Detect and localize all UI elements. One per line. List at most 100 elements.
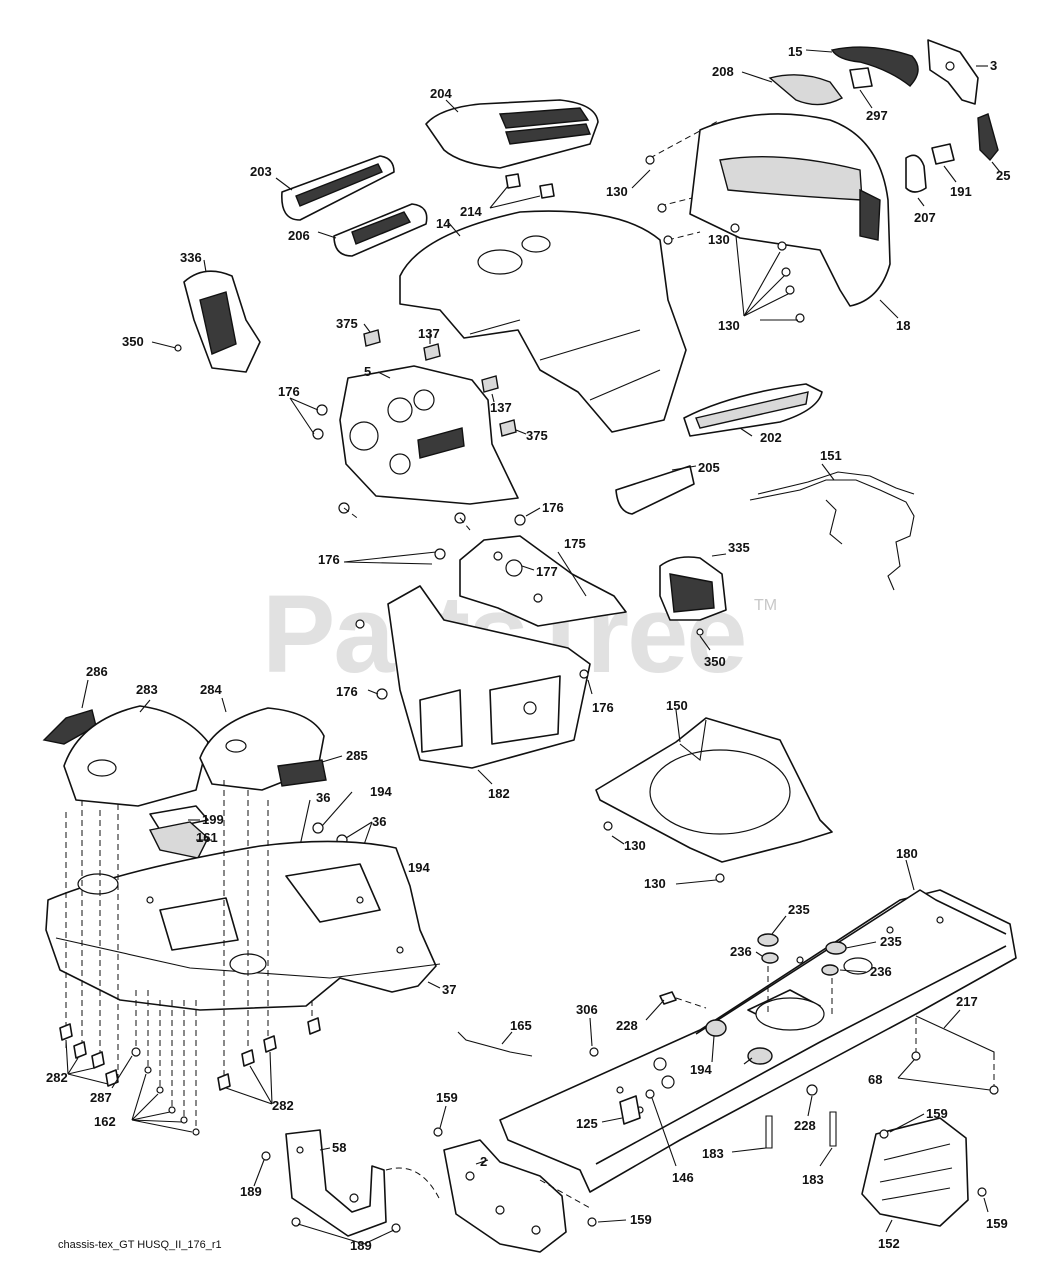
label-146: 146 [672,1170,694,1185]
label-176-b: 176 [542,500,564,515]
label-183-a: 183 [702,1146,724,1161]
part-14-hood [399,210,687,433]
part-165-rod [457,1031,533,1057]
part-217-rod [915,1015,995,1060]
label-130-top-b: 130 [708,232,730,247]
label-199: 199 [202,812,224,827]
label-130-top-a: 130 [606,184,628,199]
part-37-fender-body [45,840,437,1011]
label-175: 175 [564,536,586,551]
label-25: 25 [996,168,1010,183]
part-152-step [861,1117,969,1227]
part-207-light [905,154,927,193]
label-151: 151 [820,448,842,463]
label-15: 15 [788,44,802,59]
label-180: 180 [896,846,918,861]
label-297: 297 [866,108,888,123]
label-235-b: 235 [880,934,902,949]
label-5: 5 [364,364,371,379]
part-25-lens [977,113,999,162]
label-194-c: 194 [690,1062,712,1077]
label-375-b: 375 [526,428,548,443]
label-282-a: 282 [46,1070,68,1085]
label-194-b: 194 [408,860,430,875]
part-208-light-housing [768,74,844,106]
part-161-shield [148,821,209,859]
label-3: 3 [990,58,997,73]
label-306: 306 [576,1002,598,1017]
label-162: 162 [94,1114,116,1129]
label-176-d: 176 [336,684,358,699]
label-214: 214 [460,204,482,219]
label-189-b: 189 [350,1238,372,1253]
label-335: 335 [728,540,750,555]
label-217: 217 [956,994,978,1009]
label-159-d: 159 [986,1216,1008,1231]
label-159-c: 159 [630,1212,652,1227]
label-130-mid-b: 130 [644,876,666,891]
label-202: 202 [760,430,782,445]
label-37: 37 [442,982,456,997]
label-137-a: 137 [418,326,440,341]
label-191: 191 [950,184,972,199]
label-182: 182 [488,786,510,801]
label-228-a: 228 [616,1018,638,1033]
label-159-b: 159 [926,1106,948,1121]
label-208: 208 [712,64,734,79]
label-206: 206 [288,228,310,243]
label-36-a: 36 [316,790,330,805]
label-68: 68 [868,1072,882,1087]
part-286-cover [42,709,97,745]
label-235-a: 235 [788,902,810,917]
label-236-a: 236 [730,944,752,959]
label-165: 165 [510,1018,532,1033]
label-152: 152 [878,1236,900,1251]
label-205: 205 [698,460,720,475]
label-236-b: 236 [870,964,892,979]
part-199-shield [149,805,209,831]
label-285: 285 [346,748,368,763]
label-130-mid-a: 130 [624,838,646,853]
part-283-fender-left [63,705,209,807]
label-286: 286 [86,664,108,679]
part-15-trim-strip [830,46,919,87]
label-189-a: 189 [240,1184,262,1199]
part-2-bracket [443,1139,567,1253]
label-194-a: 194 [370,784,392,799]
label-204: 204 [430,86,452,101]
label-130-top-c: 130 [718,318,740,333]
label-14: 14 [436,216,451,231]
label-287: 287 [90,1090,112,1105]
watermark-trademark: TM [754,597,777,614]
label-58: 58 [332,1140,346,1155]
label-282-b: 282 [272,1098,294,1113]
part-285-cover [277,759,327,787]
part-297-clip [849,67,873,89]
label-18: 18 [896,318,910,333]
label-161: 161 [196,830,218,845]
label-284: 284 [200,682,222,697]
part-58-bracket [285,1129,387,1237]
label-2: 2 [480,1154,487,1169]
part-5-dash-console [339,365,519,505]
label-207: 207 [914,210,936,225]
part-151-bracket [749,479,915,591]
label-137-b: 137 [490,400,512,415]
diagram-caption: chassis-tex_GT HUSQ_II_176_r1 [58,1239,222,1251]
label-350-right: 350 [704,654,726,669]
label-176-c: 176 [318,552,340,567]
label-228-b: 228 [794,1118,816,1133]
label-150: 150 [666,698,688,713]
label-177: 177 [536,564,558,579]
label-36-b: 36 [372,814,386,829]
label-176-e: 176 [592,700,614,715]
label-375-a: 375 [336,316,358,331]
part-3-bracket [927,39,979,105]
label-203: 203 [250,164,272,179]
label-183-b: 183 [802,1172,824,1187]
label-176-a: 176 [278,384,300,399]
label-336: 336 [180,250,202,265]
label-159-a: 159 [436,1090,458,1105]
part-205-trim [615,465,695,515]
